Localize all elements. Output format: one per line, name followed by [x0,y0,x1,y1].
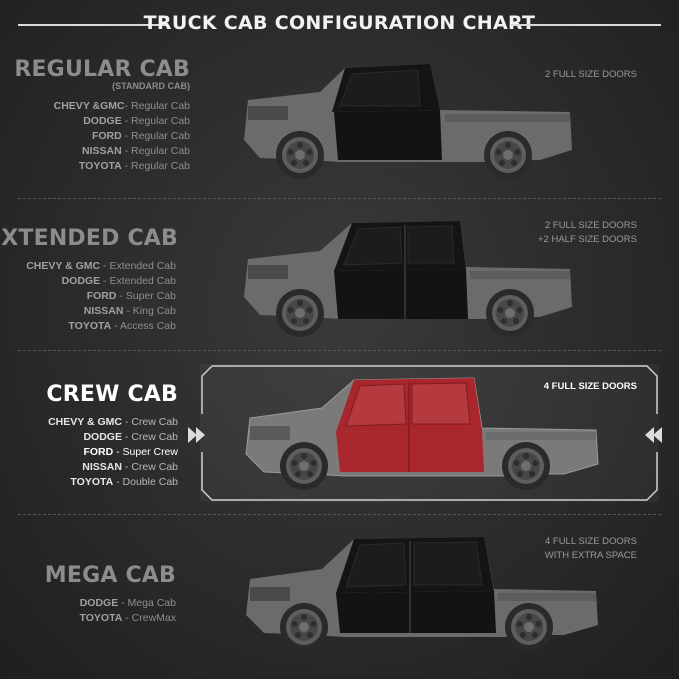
list-item: CHEVY & GMC - Crew Cab [48,416,178,428]
list-item: TOYOTA - Regular Cab [78,160,190,172]
list-item: FORD - Regular Cab [91,130,190,142]
mega-cab-truck-illustration [246,537,598,651]
list-item: NISSAN - Regular Cab [82,145,190,157]
list-item: NISSAN - Crew Cab [82,461,178,473]
header-rule-left [18,24,168,26]
highlight-frame [201,365,658,501]
chart-title: TRUCK CAB CONFIGURATION CHART [143,12,536,34]
crew-cab-info: CREW CAB CHEVY & GMC - Crew Cab DODGE - … [0,383,178,490]
section-divider [18,350,661,351]
regular-cab-truck-illustration [244,64,572,179]
list-item: CHEVY &GMC- Regular Cab [53,100,190,112]
model-list: CHEVY & GMC - Crew Cab DODGE - Crew Cab … [0,415,178,490]
list-item: TOYOTA - Access Cab [68,320,176,332]
door-description: 4 FULL SIZE DOORS WITH EXTRA SPACE [544,536,637,561]
cab-title: CREW CAB [46,382,178,407]
arrow-left-icon [645,427,662,443]
list-item: DODGE - Regular Cab [83,115,190,127]
header-rule-right [511,24,661,26]
crew-cab-truck-illustration [245,377,599,490]
regular-cab-info: REGULAR CAB (STANDARD CAB) CHEVY &GMC- R… [0,58,190,174]
model-list: CHEVY &GMC- Regular Cab DODGE - Regular … [0,99,190,174]
model-list: CHEVY & GMC - Extended Cab DODGE - Exten… [0,259,176,334]
cab-title: EXTENDED CAB [0,226,178,251]
door-description: 2 FULL SIZE DOORS [544,69,637,80]
list-item: TOYOTA - CrewMax [79,612,176,624]
cab-title: MEGA CAB [44,563,176,588]
list-item: NISSAN - King Cab [83,305,176,317]
list-item: TOYOTA - Double Cab [70,476,178,488]
list-item: CHEVY & GMC - Extended Cab [26,260,176,272]
section-divider [18,198,661,199]
section-divider [18,514,661,515]
mega-cab-info: MEGA CAB DODGE - Mega Cab TOYOTA - CrewM… [0,564,176,626]
extended-cab-truck-illustration [244,221,572,337]
list-item: DODGE - Crew Cab [83,431,178,443]
arrow-right-icon [188,427,205,443]
chart-header: TRUCK CAB CONFIGURATION CHART [0,10,679,40]
model-list: DODGE - Mega Cab TOYOTA - CrewMax [0,596,176,626]
cab-title: REGULAR CAB [14,57,190,82]
extended-cab-info: EXTENDED CAB CHEVY & GMC - Extended Cab … [0,226,178,334]
list-item: DODGE - Mega Cab [79,597,176,609]
list-item: FORD - Super Crew [83,446,178,458]
cab-subtitle: (STANDARD CAB) [112,81,190,91]
door-description: 2 FULL SIZE DOORS +2 HALF SIZE DOORS [538,220,637,245]
list-item: FORD - Super Cab [86,290,176,302]
list-item: DODGE - Extended Cab [61,275,176,287]
door-description: 4 FULL SIZE DOORS [543,381,637,392]
